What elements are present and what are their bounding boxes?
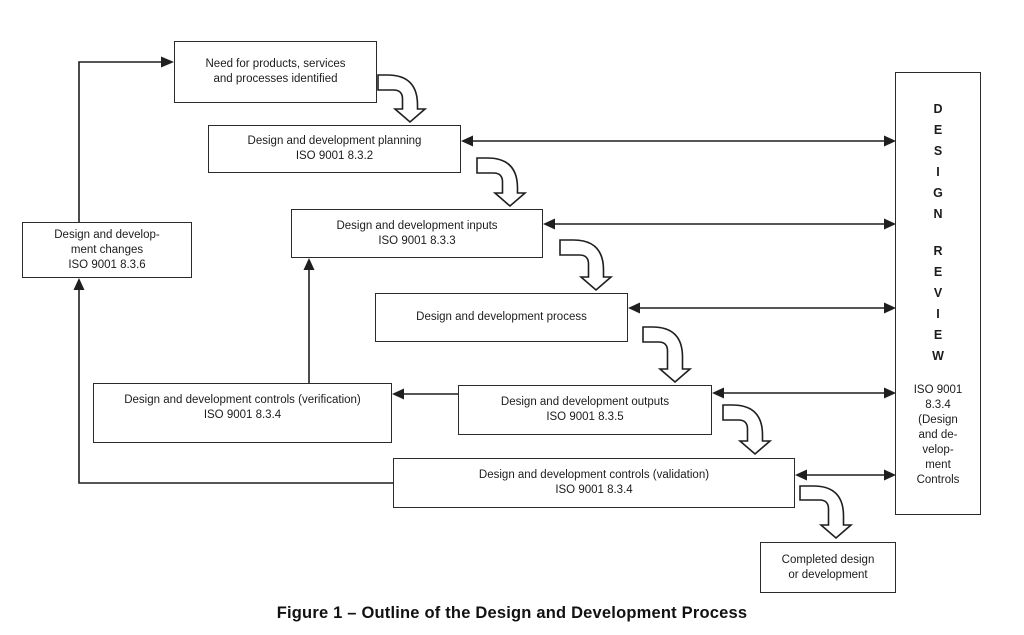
review-note-line: ISO 9001 — [913, 384, 963, 396]
review-note-line: velop- — [922, 444, 954, 456]
box-line: Need for products, services — [205, 58, 346, 70]
review-note-line: and de- — [918, 429, 958, 441]
box-line: Completed design — [781, 553, 875, 566]
review-note: ISO 9001 8.3.4 (Design and de- velop- me… — [914, 383, 963, 488]
box-line: ISO 9001 8.3.3 — [378, 234, 456, 247]
flow-box-validation: Design and development controls (validat… — [393, 458, 795, 508]
flow-box-need: Need for products, services and processe… — [174, 41, 377, 103]
flow-box-verification: Design and development controls (verific… — [93, 383, 392, 443]
arrowhead — [161, 56, 174, 68]
curl-need-to-planning — [377, 74, 428, 124]
review-note-line: 8.3.4 — [925, 399, 951, 411]
curl-process-to-outputs — [642, 326, 693, 384]
figure-caption: Figure 1 – Outline of the Design and Dev… — [276, 604, 748, 622]
box-line: Design and development controls (validat… — [478, 469, 710, 481]
box-line: ISO 9001 8.3.5 — [546, 411, 624, 423]
arrowhead — [303, 258, 315, 270]
arrowhead — [461, 135, 473, 147]
flow-box-planning: Design and development planning ISO 9001… — [208, 125, 461, 173]
flow-box-inputs: Design and development inputs ISO 9001 8… — [291, 209, 543, 258]
box-line: Design and develop- — [54, 228, 160, 241]
box-line: Design and development planning — [247, 135, 422, 147]
flow-box-completed: Completed design or development — [760, 542, 896, 593]
arrowhead — [73, 278, 85, 290]
arrowhead — [712, 387, 724, 399]
box-line: ment changes — [70, 243, 144, 256]
box-line: ISO 9001 8.3.6 — [68, 258, 146, 271]
flow-box-outputs: Design and development outputs ISO 9001 … — [458, 385, 712, 435]
box-line: Design and development process — [416, 311, 587, 323]
box-line: ISO 9001 8.3.4 — [555, 484, 633, 496]
curl-inputs-to-process — [559, 239, 614, 292]
curl-validation-to-completed — [799, 485, 854, 540]
review-note-line: Controls — [916, 474, 960, 486]
box-line: Design and development controls (verific… — [124, 394, 361, 406]
arrowhead — [795, 469, 807, 481]
curl-planning-to-inputs — [476, 157, 528, 208]
arrowhead — [628, 302, 640, 314]
box-line: and processes identified — [213, 73, 338, 85]
flow-box-process: Design and development process — [375, 293, 628, 342]
box-line: Design and development inputs — [336, 219, 498, 232]
box-line: Design and development outputs — [500, 396, 670, 408]
review-note-line: (Design — [918, 414, 958, 426]
box-line: ISO 9001 8.3.4 — [203, 409, 282, 421]
arrowhead — [543, 218, 555, 230]
edge-changes-to-need — [78, 61, 164, 222]
review-note-line: ment — [925, 459, 951, 471]
curl-outputs-to-validation — [722, 404, 773, 456]
box-line: or development — [788, 568, 868, 581]
arrowhead — [392, 388, 404, 400]
box-line: ISO 9001 8.3.2 — [295, 150, 374, 162]
flow-box-changes: Design and develop- ment changes ISO 900… — [22, 222, 192, 278]
